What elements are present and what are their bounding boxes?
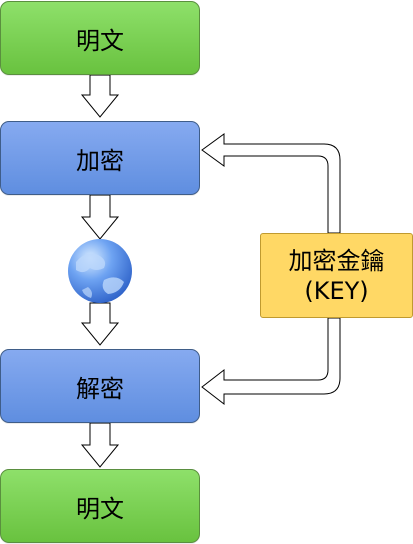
plaintext-bottom-box: 明文 [0,469,200,543]
plaintext-top-box: 明文 [0,1,200,75]
decrypt-box: 解密 [0,349,200,423]
key-label-line2: (KEY) [304,276,369,305]
down-arrow-2 [80,194,120,240]
decrypt-label: 解密 [76,374,124,403]
encrypt-label: 加密 [76,146,124,175]
encryption-key-box: 加密金鑰 (KEY) [260,233,413,318]
down-arrow-4 [80,422,120,468]
key-to-encrypt-arrow [201,133,341,234]
globe-icon [68,239,132,303]
key-label-line1: 加密金鑰 [288,246,385,275]
plaintext-top-label: 明文 [76,26,124,55]
encrypt-box: 加密 [0,121,200,195]
down-arrow-3 [80,302,120,346]
plaintext-bottom-label: 明文 [76,494,124,523]
key-to-decrypt-arrow [201,317,341,406]
down-arrow-1 [80,74,120,118]
